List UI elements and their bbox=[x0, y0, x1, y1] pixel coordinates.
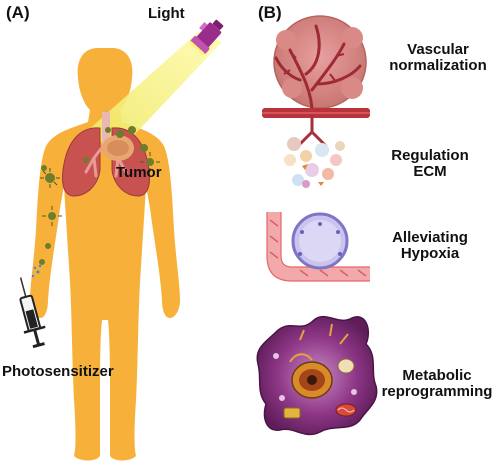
vascular-line-2: normalization bbox=[389, 56, 487, 74]
alleviating-hypoxia-label: Alleviating Hypoxia bbox=[380, 230, 480, 262]
blue-particles bbox=[31, 264, 42, 278]
metabolic-line-2: reprogramming bbox=[381, 382, 493, 400]
vascular-normalization-label: Vascular normalization bbox=[380, 42, 496, 74]
nanoparticle-spikes bbox=[40, 152, 160, 226]
ecm-line-1: Regulation bbox=[391, 147, 469, 164]
hypoxia-line-2: Hypoxia bbox=[400, 244, 460, 262]
vascular-line-1: Vascular bbox=[407, 41, 469, 58]
metabolic-cell-illustration bbox=[256, 315, 378, 436]
panel-a-label: (A) bbox=[6, 3, 30, 22]
regulation-ecm-label: Regulation ECM bbox=[380, 148, 480, 180]
hypoxia-illustration bbox=[266, 212, 370, 282]
vascular-tumor-illustration bbox=[262, 15, 370, 148]
flashlight-icon bbox=[189, 19, 224, 56]
light-beam bbox=[86, 32, 222, 152]
ecm-line-2: ECM bbox=[413, 162, 447, 180]
syringe-icon bbox=[19, 277, 46, 349]
photosensitizer-label: Photosensitizer bbox=[2, 363, 114, 380]
hypoxia-line-1: Alleviating bbox=[392, 229, 468, 246]
light-label: Light bbox=[148, 5, 185, 22]
nanoparticles bbox=[39, 126, 154, 265]
tumor-label: Tumor bbox=[116, 164, 162, 181]
metabolic-line-1: Metabolic bbox=[402, 367, 472, 384]
lungs bbox=[61, 110, 151, 197]
metabolic-reprogramming-label: Metabolic reprogramming bbox=[378, 368, 496, 400]
ecm-cells-illustration bbox=[284, 137, 345, 188]
panel-b-label: (B) bbox=[258, 3, 282, 22]
